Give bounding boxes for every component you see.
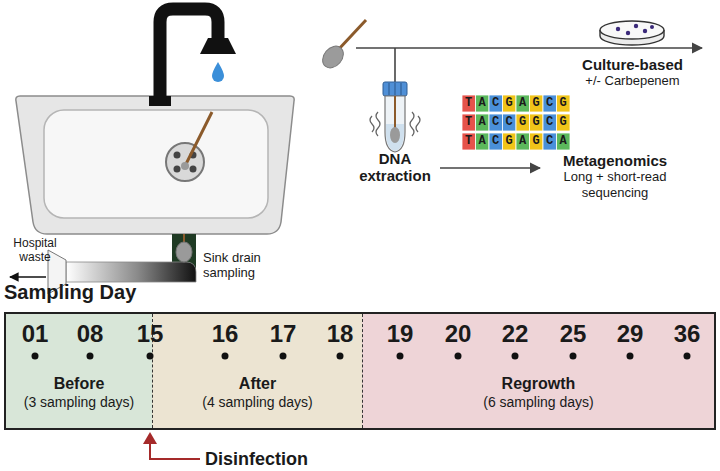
event-marker	[143, 432, 157, 444]
day-number: 25	[548, 320, 598, 348]
swab-tip	[390, 127, 400, 143]
annotation-label: Hospital waste	[4, 236, 66, 264]
node-text: (3 sampling days)	[24, 393, 135, 411]
swab-tip	[318, 42, 347, 72]
node-text: After	[239, 374, 276, 393]
colony	[634, 24, 638, 28]
tube-cap	[383, 82, 407, 96]
sink-basin	[44, 110, 268, 218]
flow-line	[356, 47, 702, 49]
node-text: Sampling Day	[4, 281, 136, 304]
node-text: Metagenomics	[540, 152, 690, 169]
cap-stripe	[394, 83, 395, 95]
swab-stick	[186, 112, 212, 164]
day-number: 16	[200, 320, 250, 348]
swab-tip	[181, 162, 189, 170]
day-number: 08	[65, 320, 115, 348]
day-number: 17	[258, 320, 308, 348]
annotation-label: Sink drain sampling	[203, 250, 283, 280]
drain-hole	[190, 166, 197, 173]
vortex-mark	[376, 112, 380, 136]
node-text: Long + short-read sequencing	[540, 169, 690, 201]
vortex-mark	[416, 116, 420, 132]
day-number: 29	[605, 320, 655, 348]
faucet-nozzle	[200, 38, 236, 54]
method-node: MetagenomicsLong + short-read sequencing	[540, 152, 690, 204]
day-number: 01	[10, 320, 60, 348]
faucet	[160, 9, 218, 104]
cap-stripe	[388, 83, 389, 95]
node-text: (6 sampling days)	[483, 393, 594, 411]
event-leader	[150, 444, 200, 459]
day-number: 18	[315, 320, 365, 348]
drain-hole	[174, 152, 181, 159]
phase-band: Regrowth(6 sampling days)	[362, 314, 714, 428]
branch-line	[394, 48, 396, 82]
day-number: 22	[490, 320, 540, 348]
vortex-mark	[410, 112, 414, 136]
tube-liquid	[386, 124, 404, 151]
petri-dish-top	[600, 21, 664, 39]
edge-group	[440, 168, 540, 169]
node-text: Before	[54, 374, 105, 393]
colony	[643, 29, 647, 33]
tube-body	[385, 96, 405, 152]
colony	[616, 27, 620, 31]
timeline-box: Sampling DayBefore(3 sampling days)After…	[4, 312, 716, 430]
day-number: 36	[662, 320, 712, 348]
sequence-read: TACGAGCA	[462, 133, 577, 150]
day-number: 19	[375, 320, 425, 348]
method-node: DNA extraction	[350, 150, 440, 184]
drain-hole	[174, 166, 181, 173]
cap-stripe	[400, 83, 401, 95]
sequence-read: TACCGGCG	[462, 114, 577, 131]
node-text: Culture-based	[565, 56, 700, 73]
swab-tip	[176, 242, 192, 262]
flow-arrow	[440, 167, 540, 169]
waste-arrow	[10, 276, 46, 278]
water-drop	[212, 62, 224, 82]
method-node: Culture-based+/- Carbepenem	[565, 56, 700, 94]
node-text: +/- Carbepenem	[565, 73, 700, 89]
sequence-read: TACGAGCG	[462, 95, 577, 112]
day-number: 20	[433, 320, 483, 348]
waste-pipe	[66, 262, 196, 282]
node-text: DNA extraction	[350, 150, 440, 184]
day-number: 15	[125, 320, 175, 348]
colony	[650, 25, 654, 29]
swab-stick	[394, 96, 396, 128]
sink-drain	[166, 143, 204, 181]
swab-stick	[338, 20, 366, 50]
colony	[626, 31, 630, 35]
vortex-mark	[370, 116, 374, 132]
node-text: (4 sampling days)	[202, 393, 313, 411]
sink-body	[16, 96, 294, 234]
node-text: Regrowth	[502, 374, 576, 393]
event-label: Disinfection	[205, 448, 345, 470]
